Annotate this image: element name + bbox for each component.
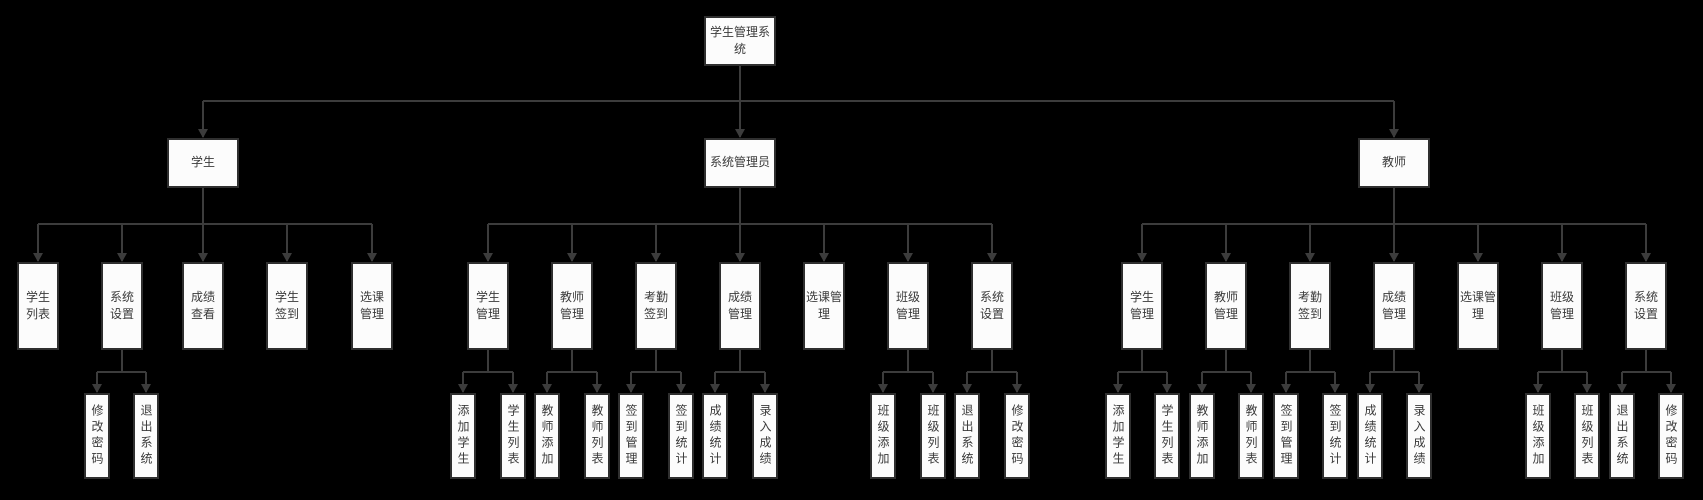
module-node: 成绩 管理 <box>719 262 761 350</box>
module-node: 教师 管理 <box>1205 262 1247 350</box>
leaf-node: 签到统计 <box>668 393 694 479</box>
leaf-node-label: 班级列表 <box>926 404 940 468</box>
module-node-label: 教师 管理 <box>559 289 584 321</box>
leaf-node: 教师列表 <box>584 393 610 479</box>
module-node: 考勤 签到 <box>635 262 677 350</box>
leaf-node-label: 签到管理 <box>624 404 638 468</box>
leaf-node: 录入成绩 <box>1406 393 1432 479</box>
module-node-label: 成绩 查看 <box>190 289 215 321</box>
module-node: 系统 设置 <box>1625 262 1667 350</box>
leaf-node: 学生列表 <box>500 393 526 479</box>
leaf-node-label: 班级添加 <box>876 404 890 468</box>
module-node-label: 学生 列表 <box>25 289 50 321</box>
leaf-node: 修改密码 <box>84 393 110 479</box>
leaf-node: 修改密码 <box>1004 393 1030 479</box>
leaf-node-label: 退出系统 <box>1615 404 1629 468</box>
leaf-node: 退出系统 <box>954 393 980 479</box>
module-node-label: 班级 管理 <box>895 289 920 321</box>
leaf-node: 班级添加 <box>1525 393 1551 479</box>
leaf-node-label: 签到统计 <box>1328 404 1342 468</box>
module-node-label: 选课管 理 <box>805 289 842 321</box>
module-node: 系统 设置 <box>971 262 1013 350</box>
leaf-node-label: 教师列表 <box>1244 404 1258 468</box>
leaf-node-label: 教师添加 <box>1195 404 1209 468</box>
leaf-node-label: 学生列表 <box>506 404 520 468</box>
leaf-node-label: 录入成绩 <box>758 404 772 468</box>
leaf-node: 添加学生 <box>450 393 476 479</box>
leaf-node: 修改密码 <box>1658 393 1684 479</box>
module-node-label: 班级 管理 <box>1549 289 1574 321</box>
leaf-node: 退出系统 <box>133 393 159 479</box>
branch-node: 系统管理员 <box>704 138 776 188</box>
root-node: 学生管理系统 <box>704 16 776 66</box>
module-node-label: 系统 设置 <box>1633 289 1658 321</box>
module-node: 系统 设置 <box>101 262 143 350</box>
module-node-label: 学生 管理 <box>475 289 500 321</box>
module-node-label: 教师 管理 <box>1213 289 1238 321</box>
leaf-node-label: 退出系统 <box>139 404 153 468</box>
module-node-label: 考勤 签到 <box>643 289 668 321</box>
branch-node-label: 学生 <box>190 155 215 170</box>
module-node: 教师 管理 <box>551 262 593 350</box>
leaf-node-label: 成绩统计 <box>1363 404 1377 468</box>
module-node: 学生 管理 <box>467 262 509 350</box>
module-node: 选课 管理 <box>351 262 393 350</box>
leaf-node: 成绩统计 <box>1357 393 1383 479</box>
leaf-node: 成绩统计 <box>702 393 728 479</box>
leaf-node-label: 修改密码 <box>1664 404 1678 468</box>
leaf-node: 签到管理 <box>618 393 644 479</box>
leaf-node: 教师添加 <box>1189 393 1215 479</box>
leaf-node-label: 添加学生 <box>1111 404 1125 468</box>
leaf-node-label: 成绩统计 <box>708 404 722 468</box>
module-node-label: 选课管 理 <box>1459 289 1496 321</box>
leaf-node: 教师添加 <box>534 393 560 479</box>
leaf-node-label: 签到统计 <box>674 404 688 468</box>
leaf-node-label: 添加学生 <box>456 404 470 468</box>
branch-node-label: 系统管理员 <box>709 155 770 170</box>
module-node: 选课管 理 <box>1457 262 1499 350</box>
leaf-node-label: 退出系统 <box>960 404 974 468</box>
leaf-node-label: 教师添加 <box>540 404 554 468</box>
leaf-node: 添加学生 <box>1105 393 1131 479</box>
leaf-node: 班级列表 <box>920 393 946 479</box>
root-node-label: 学生管理系统 <box>709 24 770 56</box>
module-node-label: 学生 管理 <box>1129 289 1154 321</box>
module-node: 学生 列表 <box>17 262 59 350</box>
module-node-label: 成绩 管理 <box>727 289 752 321</box>
leaf-node: 签到管理 <box>1273 393 1299 479</box>
module-node: 成绩 管理 <box>1373 262 1415 350</box>
module-node-label: 选课 管理 <box>359 289 384 321</box>
module-node: 成绩 查看 <box>182 262 224 350</box>
module-node-label: 学生 签到 <box>274 289 299 321</box>
module-node-label: 考勤 签到 <box>1297 289 1322 321</box>
module-node: 班级 管理 <box>1541 262 1583 350</box>
branch-node: 教师 <box>1358 138 1430 188</box>
branch-node-label: 教师 <box>1381 155 1406 170</box>
module-node: 班级 管理 <box>887 262 929 350</box>
leaf-node: 班级添加 <box>870 393 896 479</box>
leaf-node-label: 班级列表 <box>1580 404 1594 468</box>
module-node: 学生 管理 <box>1121 262 1163 350</box>
leaf-node-label: 班级添加 <box>1531 404 1545 468</box>
module-node-label: 系统 设置 <box>979 289 1004 321</box>
leaf-node: 签到统计 <box>1322 393 1348 479</box>
module-node-label: 成绩 管理 <box>1381 289 1406 321</box>
leaf-node-label: 学生列表 <box>1160 404 1174 468</box>
branch-node: 学生 <box>167 138 239 188</box>
leaf-node: 学生列表 <box>1154 393 1180 479</box>
leaf-node-label: 修改密码 <box>90 404 104 468</box>
module-node-label: 系统 设置 <box>109 289 134 321</box>
leaf-node: 教师列表 <box>1238 393 1264 479</box>
leaf-node-label: 录入成绩 <box>1412 404 1426 468</box>
leaf-node-label: 签到管理 <box>1279 404 1293 468</box>
leaf-node: 退出系统 <box>1609 393 1635 479</box>
leaf-node-label: 教师列表 <box>590 404 604 468</box>
leaf-node: 录入成绩 <box>752 393 778 479</box>
module-node: 考勤 签到 <box>1289 262 1331 350</box>
module-node: 选课管 理 <box>803 262 845 350</box>
leaf-node: 班级列表 <box>1574 393 1600 479</box>
leaf-node-label: 修改密码 <box>1010 404 1024 468</box>
module-node: 学生 签到 <box>266 262 308 350</box>
